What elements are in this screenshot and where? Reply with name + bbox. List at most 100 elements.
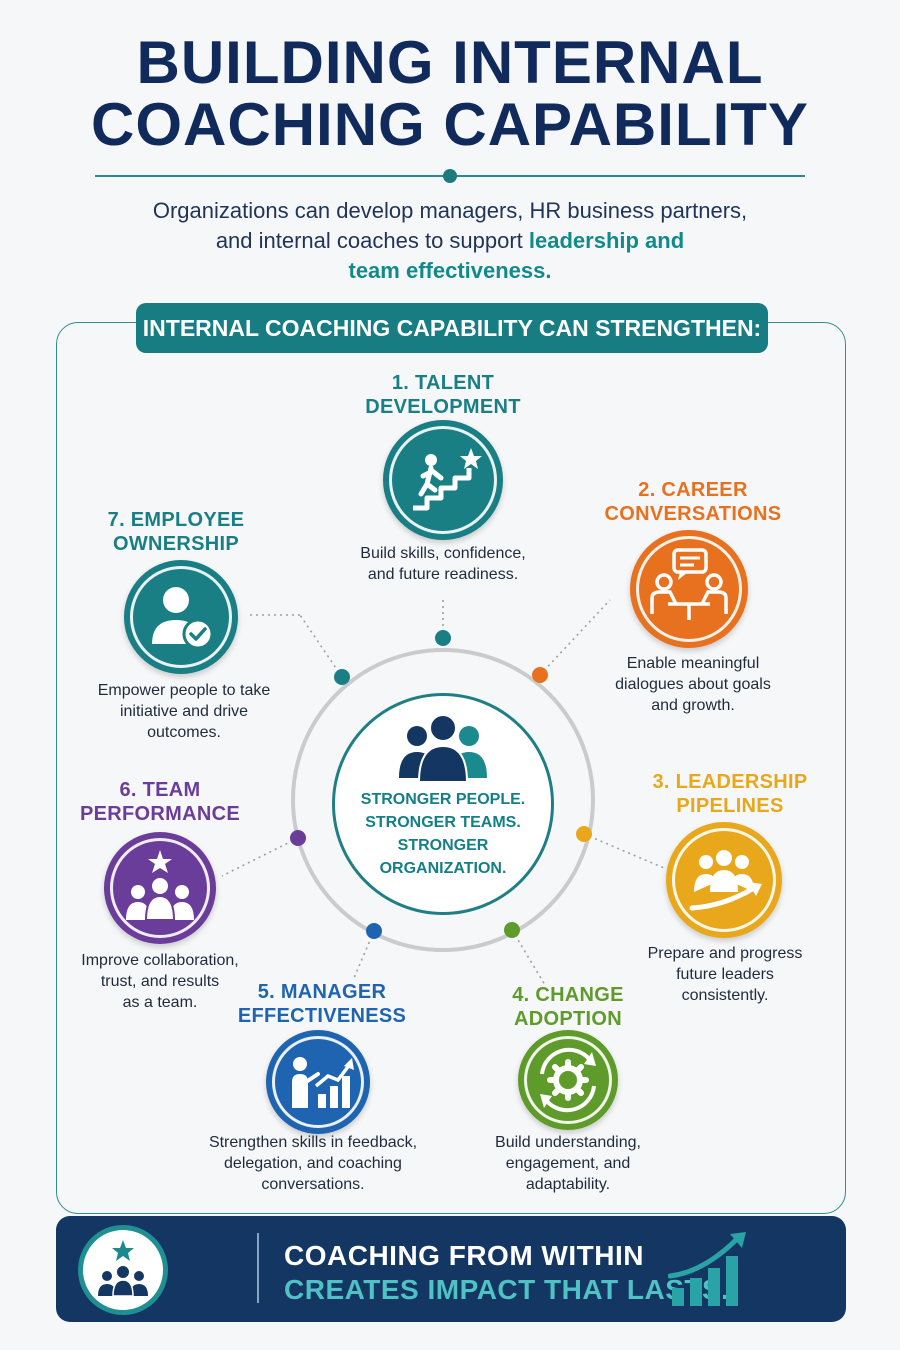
footer-divider (257, 1233, 259, 1303)
connector-5 (353, 930, 375, 979)
center-line-3: STRONGER ORGANIZATION. (379, 837, 507, 877)
title-line-1: BUILDING INTERNAL (136, 29, 764, 96)
node-5-badge (266, 1030, 370, 1134)
person-check-icon (152, 587, 214, 650)
ring-dot-4 (504, 922, 520, 938)
title-divider-dot (443, 169, 457, 183)
node-5-desc-line-2: delegation, and coaching (224, 1155, 402, 1172)
node-6-title-line-2: PERFORMANCE (80, 803, 240, 825)
node-4-desc-line-3: adaptability. (525, 1176, 611, 1193)
node-7-title: 7. EMPLOYEE OWNERSHIP (86, 508, 266, 556)
node-2-title-line-1: 2. CAREER (638, 479, 748, 501)
node-3-desc-line-2: future leaders (676, 966, 774, 983)
center-message: STRONGER PEOPLE. STRONGER TEAMS. STRONGE… (335, 788, 551, 880)
node-2-desc-line-2: dialogues about goals (615, 676, 771, 693)
connector-6 (221, 837, 299, 877)
node-5-title-line-2: EFFECTIVENESS (237, 1005, 407, 1027)
ring-dot-7 (334, 669, 350, 685)
outer-ring (291, 648, 595, 952)
node-6-title: 6. TEAM PERFORMANCE (70, 778, 250, 826)
ring-dot-5 (366, 923, 382, 939)
node-4-badge (518, 1030, 618, 1130)
node-3-description: Prepare and progress future leaders cons… (630, 943, 820, 1006)
footer-badge (78, 1225, 168, 1315)
section-banner: INTERNAL COACHING CAPABILITY CAN STRENGT… (136, 303, 768, 353)
node-5-desc-line-1: Strengthen skills in feedback, (208, 1134, 418, 1151)
node-6-desc-line-2: trust, and results (100, 973, 220, 990)
footer-headline: COACHING FROM WITHIN (284, 1240, 644, 1271)
node-6-description: Improve collaboration, trust, and result… (70, 950, 250, 1013)
subtitle-line-2-plain: and internal coaches to support (215, 228, 529, 253)
subtitle-line-3: team effectiveness. (348, 258, 552, 283)
ring-dot-1 (435, 630, 451, 646)
node-2-desc-line-3: and growth. (651, 697, 735, 714)
node-4-desc-line-1: Build understanding, (495, 1134, 641, 1151)
node-3-title-line-1: 3. LEADERSHIP (652, 771, 808, 793)
node-2-description: Enable meaningful dialogues about goals … (598, 653, 788, 716)
node-1-desc-line-2: and future readiness. (367, 566, 519, 583)
node-7-desc-line-1: Empower people to take (97, 682, 271, 699)
node-7-description: Empower people to take initiative and dr… (84, 680, 284, 743)
node-2-desc-line-1: Enable meaningful (626, 655, 760, 672)
ring-dot-3 (576, 826, 592, 842)
connector-3 (583, 833, 665, 869)
node-1-title-line-1: 1. TALENT (391, 372, 495, 394)
node-4-title-line-2: ADOPTION (514, 1008, 622, 1030)
conversation-table-icon (650, 548, 728, 620)
connector-2 (539, 599, 611, 676)
node-3-title-line-2: PIPELINES (676, 795, 784, 817)
connector-4 (511, 929, 546, 986)
node-1-title: 1. TALENT DEVELOPMENT (343, 371, 543, 419)
center-line-2: STRONGER TEAMS. (365, 814, 521, 831)
team-group-icon (399, 714, 487, 782)
subtitle-line-2: and internal coaches to support leadersh… (60, 226, 840, 256)
node-6-desc-line-1: Improve collaboration, (81, 952, 239, 969)
node-1-desc-line-1: Build skills, confidence, (360, 545, 526, 562)
node-5-title-line-1: 5. MANAGER (257, 981, 387, 1003)
node-2-badge (630, 530, 748, 648)
node-4-desc-line-2: engagement, and (505, 1155, 631, 1172)
node-1-description: Build skills, confidence, and future rea… (343, 543, 543, 585)
node-2-title: 2. CAREER CONVERSATIONS (598, 478, 788, 526)
node-7-desc-line-2: initiative and drive (119, 703, 249, 720)
footer-tagline: CREATES IMPACT THAT LASTS. (284, 1274, 730, 1305)
team-star-icon (98, 1240, 148, 1297)
node-5-desc-line-3: conversations. (261, 1176, 365, 1193)
node-1-badge (383, 420, 503, 540)
node-6-desc-line-3: as a team. (122, 994, 198, 1011)
page-title: BUILDING INTERNAL COACHING CAPABILITY (0, 32, 900, 156)
team-star-icon (126, 850, 194, 921)
connector-7 (299, 614, 343, 678)
node-7-title-line-2: OWNERSHIP (112, 533, 240, 555)
node-7-desc-line-3: outcomes. (147, 724, 221, 741)
center-hub: STRONGER PEOPLE. STRONGER TEAMS. STRONGE… (332, 693, 554, 915)
presenter-chart-icon (292, 1057, 354, 1108)
node-6-badge (104, 832, 216, 944)
node-3-desc-line-3: consistently. (681, 987, 769, 1004)
growth-chart-icon (668, 1232, 746, 1306)
node-4-title-line-1: 4. CHANGE (512, 984, 624, 1006)
node-7-title-line-1: 7. EMPLOYEE (107, 509, 245, 531)
subtitle: Organizations can develop managers, HR b… (60, 196, 840, 286)
node-3-desc-line-1: Prepare and progress (647, 945, 803, 962)
ring-dot-6 (290, 830, 306, 846)
node-1-title-line-2: DEVELOPMENT (365, 396, 521, 418)
title-line-2: COACHING CAPABILITY (91, 91, 809, 158)
ring-dot-2 (532, 667, 548, 683)
node-5-title: 5. MANAGER EFFECTIVENESS (232, 980, 412, 1028)
group-rising-arrow-icon (689, 850, 762, 911)
node-5-description: Strengthen skills in feedback, delegatio… (200, 1132, 426, 1195)
stairs-climber-star-icon (413, 448, 482, 511)
node-4-title: 4. CHANGE ADOPTION (488, 983, 648, 1031)
node-3-title: 3. LEADERSHIP PIPELINES (630, 770, 830, 818)
subtitle-line-1: Organizations can develop managers, HR b… (152, 198, 748, 223)
node-3-badge (666, 822, 782, 938)
node-7-badge (124, 560, 238, 674)
node-4-description: Build understanding, engagement, and ada… (478, 1132, 658, 1195)
gear-cycle-icon (540, 1047, 596, 1113)
node-2-title-line-2: CONVERSATIONS (604, 503, 782, 525)
node-6-title-line-1: 6. TEAM (119, 779, 201, 801)
center-line-1: STRONGER PEOPLE. (360, 791, 526, 808)
subtitle-line-2-highlight: leadership and (528, 228, 685, 253)
